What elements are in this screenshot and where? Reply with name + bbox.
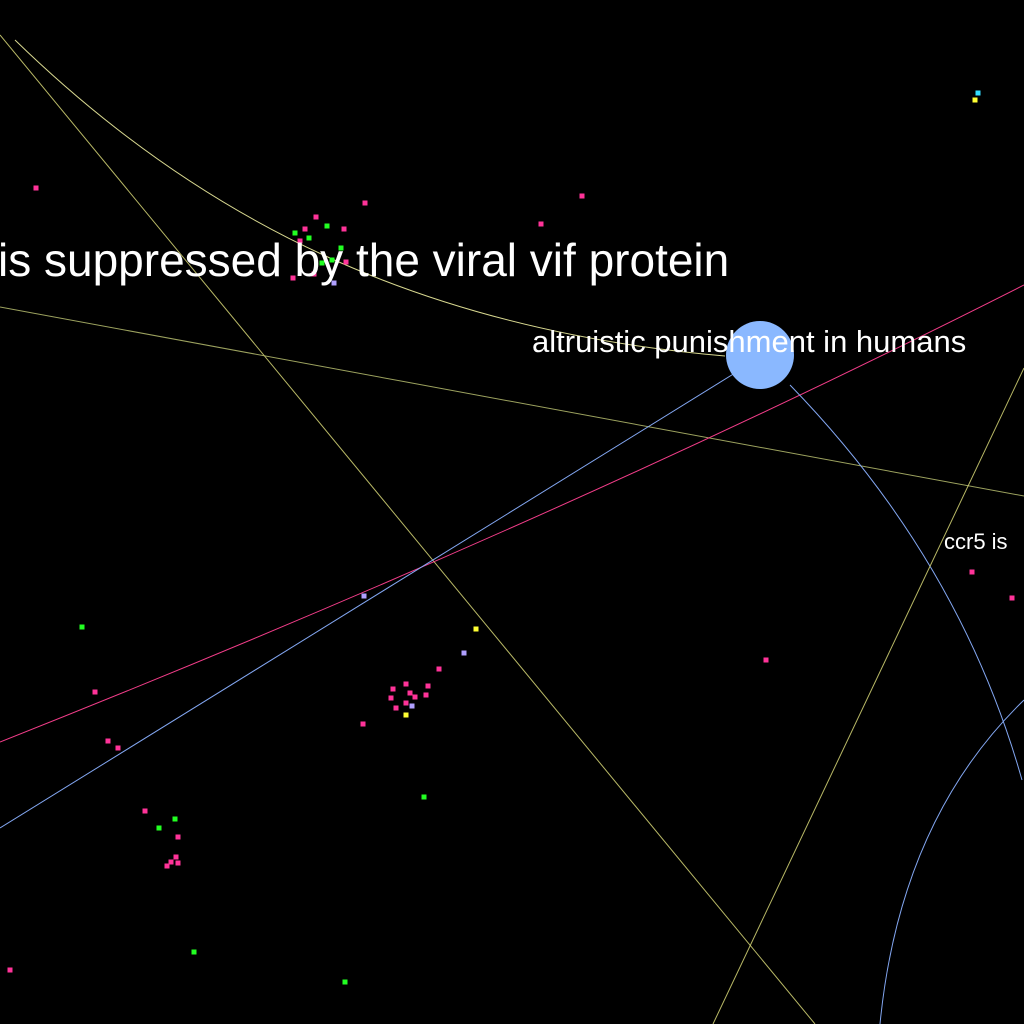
graph-node-dot[interactable] (763, 657, 769, 663)
graph-node-dot[interactable] (79, 624, 85, 630)
graph-node-dot[interactable] (302, 226, 308, 232)
graph-node-dot[interactable] (105, 738, 111, 744)
graph-node-dot[interactable] (324, 223, 330, 229)
graph-node-dot[interactable] (306, 235, 312, 241)
label-layer: is suppressed by the viral vif protein a… (0, 234, 1008, 554)
graph-node-dot[interactable] (115, 745, 121, 751)
graph-node-dot[interactable] (425, 683, 431, 689)
graph-node-dot[interactable] (33, 185, 39, 191)
edge-blue-curve-down (789, 384, 1023, 781)
graph-node-dot[interactable] (329, 257, 335, 263)
graph-node-dot[interactable] (338, 245, 344, 251)
edge-pink-arc (0, 284, 1024, 743)
graph-node-dot[interactable] (156, 825, 162, 831)
graph-node-dot[interactable] (341, 226, 347, 232)
graph-node-dot[interactable] (164, 863, 170, 869)
graph-node-dot[interactable] (473, 626, 479, 632)
highlighted-node[interactable] (726, 321, 794, 389)
graph-node-dot[interactable] (297, 238, 303, 244)
graph-node-dot[interactable] (292, 230, 298, 236)
graph-node-dot[interactable] (579, 193, 585, 199)
graph-node-dot[interactable] (7, 967, 13, 973)
edge-horizontal-slant (0, 306, 1024, 497)
graph-node-dot[interactable] (360, 721, 366, 727)
graph-node-dot[interactable] (342, 979, 348, 985)
edge-layer (0, 34, 1024, 1024)
graph-node-dot[interactable] (343, 259, 349, 265)
node-label-vif[interactable]: is suppressed by the viral vif protein (0, 234, 729, 286)
graph-node-dot[interactable] (290, 275, 296, 281)
graph-node-dot[interactable] (168, 859, 174, 865)
graph-node-dot[interactable] (975, 90, 981, 96)
graph-node-dot[interactable] (409, 703, 415, 709)
graph-node-dot[interactable] (969, 569, 975, 575)
graph-node-dot[interactable] (92, 689, 98, 695)
graph-node-dot[interactable] (311, 271, 317, 277)
graph-node-dot[interactable] (331, 280, 337, 286)
graph-node-dot[interactable] (388, 695, 394, 701)
graph-node-dot[interactable] (172, 816, 178, 822)
graph-node-dot[interactable] (319, 260, 325, 266)
graph-node-dot[interactable] (972, 97, 978, 103)
graph-node-dot[interactable] (173, 854, 179, 860)
graph-node-dot[interactable] (538, 221, 544, 227)
graph-node-dot[interactable] (175, 834, 181, 840)
edge-yellow-steep (712, 367, 1024, 1024)
edge-diagonal-long (0, 34, 816, 1024)
graph-node-dot[interactable] (313, 214, 319, 220)
edge-curve-to-altruistic (14, 39, 726, 357)
node-label-ccr5[interactable]: ccr5 is (944, 529, 1008, 554)
graph-node-dot[interactable] (393, 705, 399, 711)
graph-node-dot[interactable] (403, 700, 409, 706)
graph-node-dot[interactable] (142, 808, 148, 814)
graph-node-dot[interactable] (362, 200, 368, 206)
graph-node-dot[interactable] (461, 650, 467, 656)
node-label-altruistic[interactable]: altruistic punishment in humans (532, 324, 966, 359)
graph-node-dot[interactable] (412, 694, 418, 700)
graph-node-dot[interactable] (1009, 595, 1015, 601)
graph-node-dot[interactable] (175, 860, 181, 866)
node-layer (7, 90, 1015, 985)
edge-blue-line (0, 372, 736, 829)
graph-node-dot[interactable] (361, 593, 367, 599)
graph-node-dot[interactable] (407, 690, 413, 696)
graph-node-dot[interactable] (390, 686, 396, 692)
graph-node-dot[interactable] (191, 949, 197, 955)
graph-node-dot[interactable] (403, 681, 409, 687)
graph-node-dot[interactable] (421, 794, 427, 800)
graph-node-dot[interactable] (403, 712, 409, 718)
graph-node-dot[interactable] (436, 666, 442, 672)
graph-node-dot[interactable] (423, 692, 429, 698)
edge-blue-arc-bottom (879, 699, 1024, 1024)
